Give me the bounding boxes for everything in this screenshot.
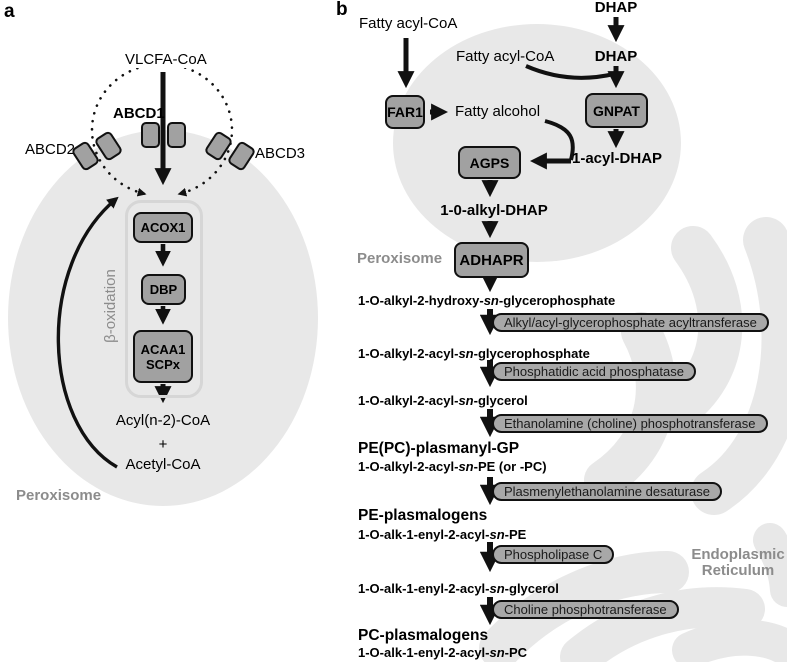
metabolite-text: 1-O-alkyl-2-acyl-	[358, 459, 459, 474]
metabolite-text: 1-O-alk-1-enyl-2-acyl-	[358, 527, 490, 542]
er-label-line2: Reticulum	[701, 561, 775, 579]
metabolite-7-title: PC-plasmalogens	[358, 627, 489, 644]
metabolite-text: -PE (or -PC)	[473, 459, 547, 474]
metabolite-4: 1-O-alkyl-2-acyl-sn-PE (or -PC)	[358, 460, 547, 474]
acyl-dhap-label: 1-acyl-DHAP	[572, 150, 663, 167]
sn-italic: sn	[458, 393, 474, 408]
enzyme-box-far1: FAR1	[385, 95, 425, 129]
metabolite-5: 1-O-alk-1-enyl-2-acyl-sn-PE	[358, 528, 526, 542]
scpx-label: SCPx	[146, 356, 180, 372]
metabolite-text: -glycerol	[504, 581, 559, 596]
fatty-acyl-coa-label-1: Fatty acyl-CoA	[359, 15, 458, 32]
enzyme-pill-2: Phosphatidic acid phosphatase	[492, 362, 696, 381]
enzyme-box-dbp: DBP	[141, 274, 186, 305]
sn-italic: sn	[489, 645, 505, 660]
metabolite-6: 1-O-alk-1-enyl-2-acyl-sn-glycerol	[358, 582, 559, 596]
metabolite-7: 1-O-alk-1-enyl-2-acyl-sn-PC	[358, 646, 527, 660]
peroxisome-label-b: Peroxisome	[357, 250, 443, 267]
enzyme-box-agps: AGPS	[458, 146, 521, 179]
abcd1-label: ABCD1	[113, 105, 165, 122]
metabolite-text: 1-O-alkyl-2-acyl-	[358, 393, 459, 408]
enzyme-pill-5: Phospholipase C	[492, 545, 615, 564]
metabolite-text: 1-O-alk-1-enyl-2-acyl-	[358, 645, 490, 660]
transporter-box	[167, 122, 186, 148]
panel-b-label: b	[336, 0, 348, 20]
enzyme-box-gnpat: GNPAT	[585, 93, 648, 128]
transporter-box	[141, 122, 160, 148]
recycle-arrow	[56, 196, 119, 469]
metabolite-3: 1-O-alkyl-2-acyl-sn-glycerol	[358, 394, 528, 408]
enzyme-box-acox1: ACOX1	[133, 212, 193, 243]
metabolite-text: -PE	[504, 527, 527, 542]
metabolite-text: -PC	[504, 645, 528, 660]
metabolite-5-title: PE-plasmalogens	[358, 507, 488, 524]
metabolite-1: 1-O-alkyl-2-hydroxy-sn-glycerophosphate	[358, 294, 615, 308]
sn-italic: sn	[489, 527, 505, 542]
acaa1-label: ACAA1	[140, 341, 186, 357]
panel-a-label: a	[4, 1, 15, 22]
dhap-top-label: DHAP	[594, 0, 638, 16]
fatty-acyl-join-curve	[525, 64, 615, 80]
sn-italic: sn	[458, 459, 474, 474]
dhap-inside-label: DHAP	[594, 48, 638, 65]
er-label-line1: Endoplasmic	[691, 546, 785, 563]
enzyme-pill-4: Plasmenylethanolamine desaturase	[492, 482, 722, 501]
peroxisome-label-a: Peroxisome	[16, 487, 102, 504]
enzyme-box-adhapr: ADHAPR	[454, 242, 529, 278]
acetyl-coa-label: Acetyl-CoA	[125, 456, 201, 473]
metabolite-text: -glycerophosphate	[498, 293, 616, 308]
enzyme-box-acaa1-scpx: ACAA1 SCPx	[133, 330, 193, 383]
er-label: Endoplasmic Reticulum	[688, 547, 787, 579]
fatty-acyl-coa-label-2: Fatty acyl-CoA	[456, 48, 555, 65]
enzyme-pill-3: Ethanolamine (choline) phosphotransferas…	[492, 414, 768, 433]
metabolite-text: 1-O-alkyl-2-hydroxy-	[358, 293, 484, 308]
abcd2-label: ABCD2	[25, 141, 76, 158]
plus-sign: +	[158, 436, 168, 453]
metabolite-text: -glycerol	[473, 393, 528, 408]
beta-oxidation-label: β-oxidation	[102, 269, 120, 343]
alkyl-dhap-label: 1-0-alkyl-DHAP	[440, 202, 548, 219]
abcd3-label: ABCD3	[255, 145, 306, 162]
metabolite-text: 1-O-alk-1-enyl-2-acyl-	[358, 581, 490, 596]
acyl-n2-coa-label: Acyl(n-2)-CoA	[115, 412, 211, 429]
metabolite-2: 1-O-alkyl-2-acyl-sn-glycerophosphate	[358, 347, 590, 361]
fatty-alcohol-label: Fatty alcohol	[455, 103, 541, 120]
metabolite-text: -glycerophosphate	[473, 346, 590, 361]
metabolite-text: 1-O-alkyl-2-acyl-	[358, 346, 459, 361]
alcohol-join-curve	[544, 119, 575, 161]
sn-italic: sn	[483, 293, 499, 308]
sn-italic: sn	[489, 581, 505, 596]
vlcfa-coa-label: VLCFA-CoA	[123, 51, 209, 68]
metabolite-4-title: PE(PC)-plasmanyl-GP	[358, 440, 520, 457]
enzyme-pill-6: Choline phosphotransferase	[492, 600, 679, 619]
enzyme-pill-1: Alkyl/acyl-glycerophosphate acyltransfer…	[492, 313, 769, 332]
sn-italic: sn	[458, 346, 474, 361]
